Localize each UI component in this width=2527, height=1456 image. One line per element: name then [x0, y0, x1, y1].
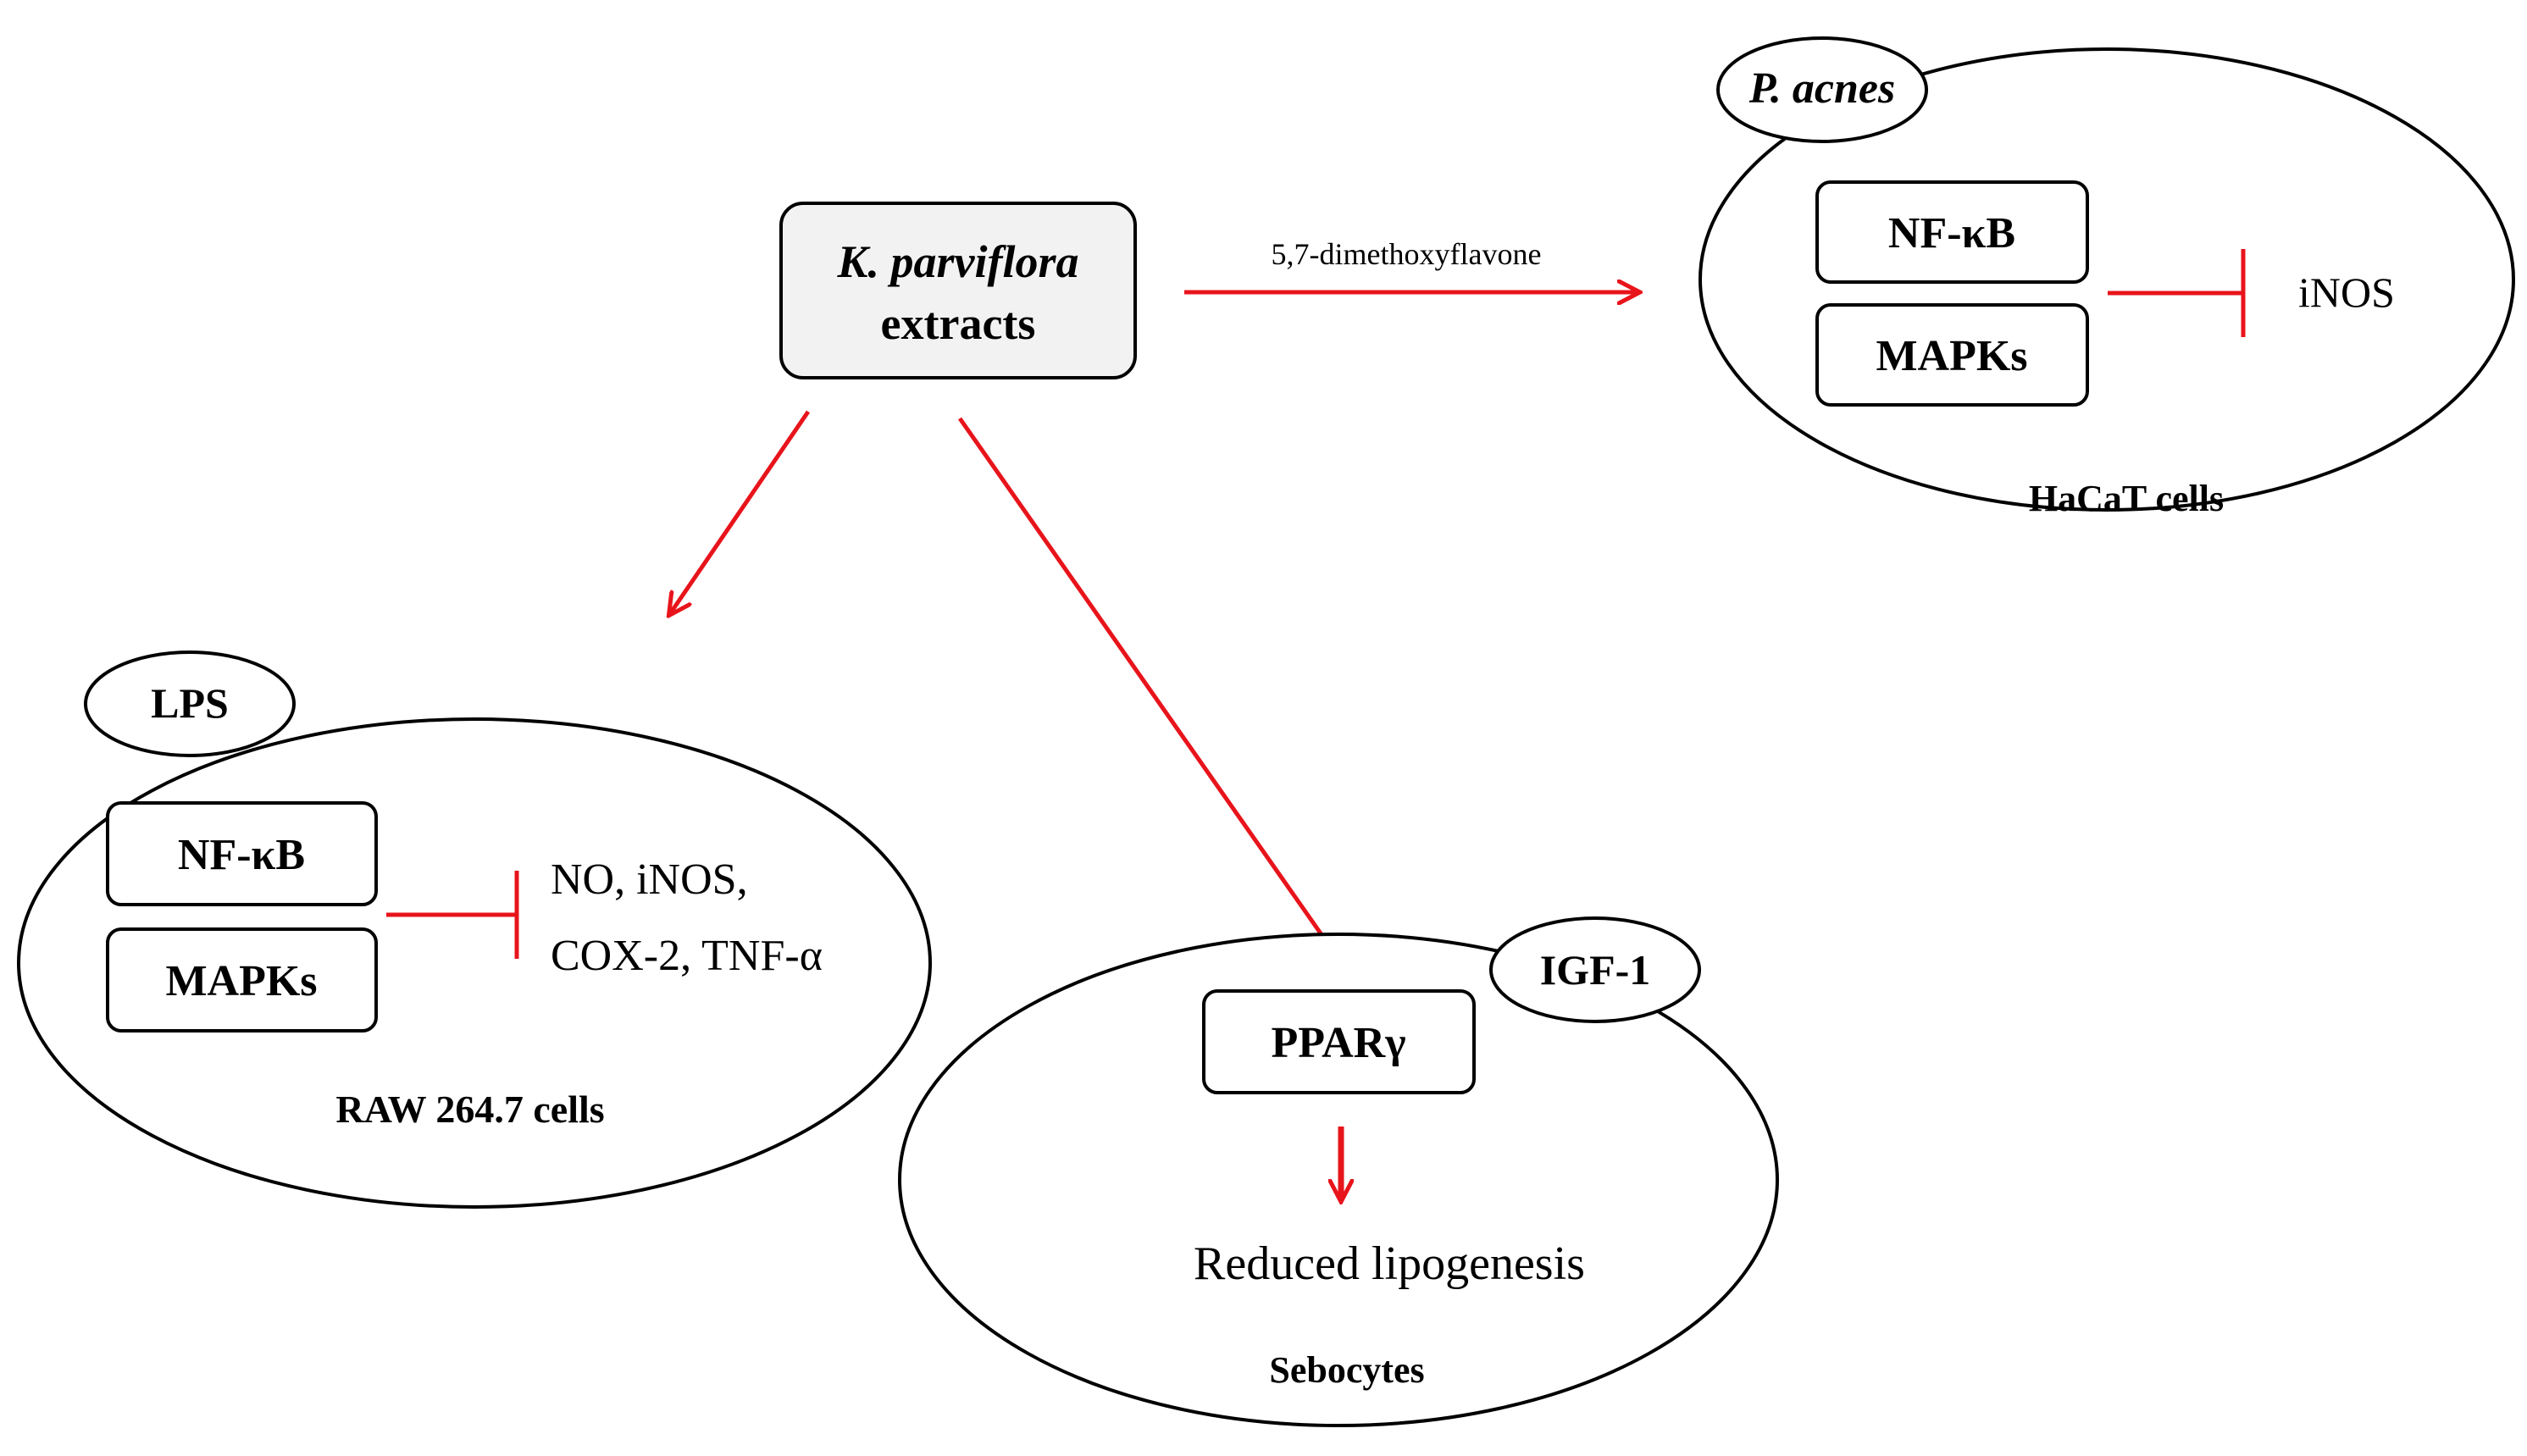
- raw-trigger-oval: [84, 650, 296, 757]
- raw-target-line1: NO, iNOS,: [551, 855, 748, 904]
- sebocytes-cell: IGF-1 PPARγ Reduced lipogenesis Sebocyte…: [898, 916, 1779, 1427]
- hacat-target: iNOS: [2298, 269, 2395, 316]
- raw-nfkb-box: [106, 801, 378, 906]
- hacat-nfkb-label: NF-κB: [1888, 209, 2015, 257]
- hacat-trigger-oval: [1716, 36, 1928, 143]
- sebocytes-trigger-label: IGF-1: [1540, 946, 1651, 994]
- raw-target-line2: COX-2, TNF-α: [551, 932, 823, 980]
- hacat-cell-label: HaCaT cells: [2029, 478, 2224, 519]
- source-box: [779, 202, 1137, 379]
- hacat-mapks-label: MAPKs: [1876, 332, 2027, 380]
- sebocytes-ppar-label: PPARγ: [1271, 1019, 1405, 1067]
- raw-mapks-label: MAPKs: [165, 957, 317, 1005]
- raw-cell: LPS NF-κB MAPKs NO, iNOS, COX-2, TNF-α R…: [17, 650, 932, 1209]
- raw-mapks-box: [106, 927, 378, 1032]
- sebocytes-cell-label: Sebocytes: [1269, 1349, 1424, 1391]
- raw-cell-label: RAW 264.7 cells: [335, 1088, 604, 1131]
- hacat-trigger-label: P. acnes: [1748, 64, 1895, 113]
- hacat-nfkb-box: [1815, 180, 2089, 284]
- arrow-label: 5,7-dimethoxyflavone: [1272, 237, 1542, 271]
- sebocytes-trigger-oval: [1489, 916, 1701, 1023]
- sebocytes-result: Reduced lipogenesis: [1194, 1237, 1585, 1290]
- source-title: K. parviflora: [836, 236, 1078, 287]
- sebocytes-ppar-box: [1202, 989, 1476, 1094]
- hacat-mapks-box: [1815, 303, 2089, 407]
- source-node: K. parviflora extracts: [779, 202, 1137, 379]
- raw-inhibition: [386, 871, 519, 959]
- hacat-cell: P. acnes NF-κB MAPKs iNOS HaCaT cells: [1699, 36, 2515, 519]
- arrow-to-raw: [669, 410, 811, 615]
- raw-nfkb-label: NF-κB: [178, 831, 305, 879]
- raw-trigger-label: LPS: [151, 679, 229, 727]
- hacat-inhibition: [2108, 249, 2246, 337]
- inhibition-to-sebocytes: [957, 417, 1381, 964]
- source-subtitle: extracts: [881, 298, 1036, 349]
